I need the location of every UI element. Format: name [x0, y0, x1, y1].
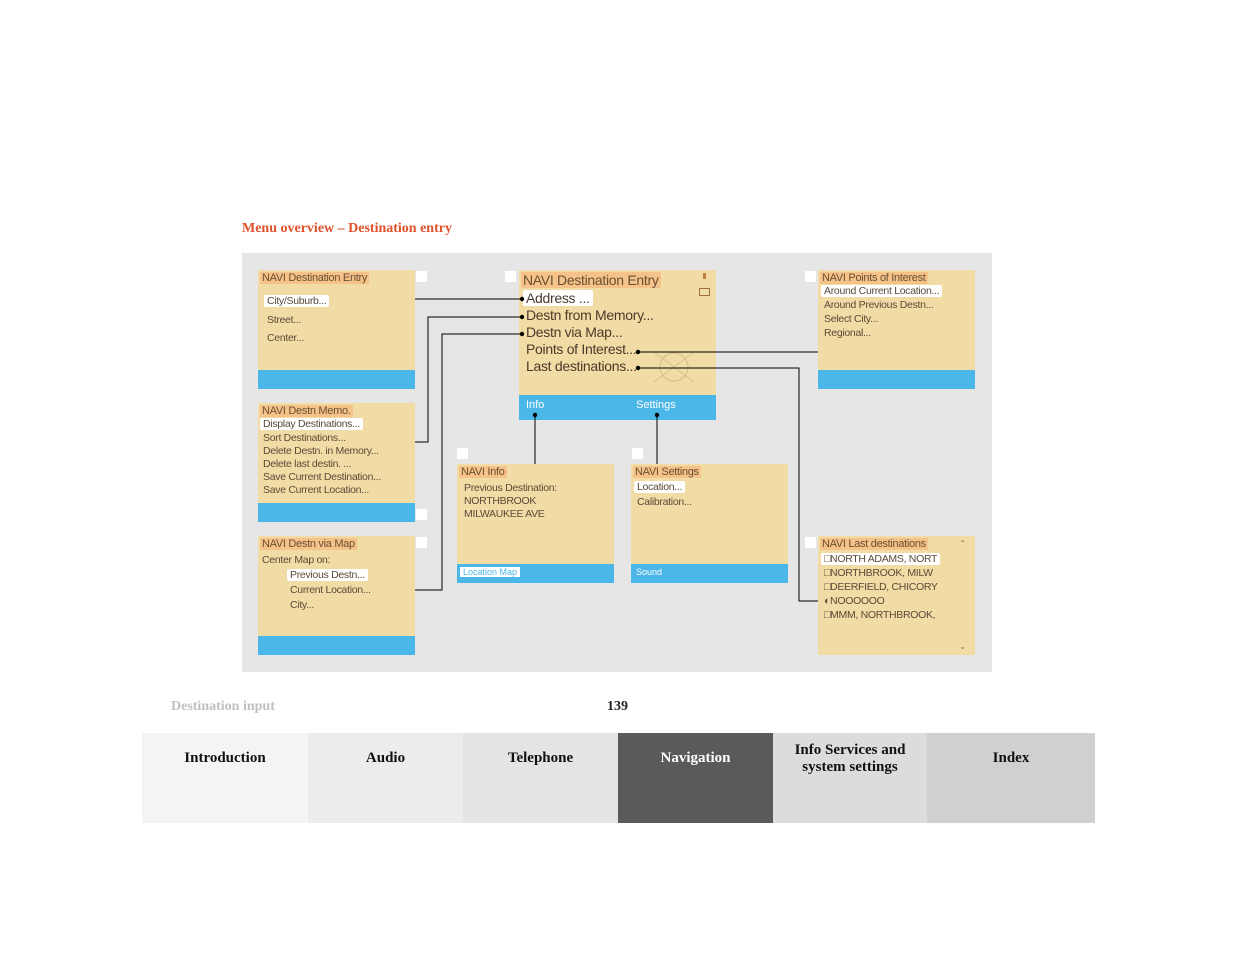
menu-diagram: NAVI Destination Entry City/Suburb... St… — [242, 253, 992, 672]
destination-label: DEERFIELD, CHICORY — [830, 581, 938, 593]
softkey-sound: Sound — [636, 567, 663, 577]
card-icon: □ — [824, 609, 831, 621]
marker-square — [416, 509, 427, 520]
page-number: 139 — [607, 699, 628, 714]
marker-square — [805, 271, 816, 282]
menu-item-center: Center... — [267, 332, 304, 344]
screen-destination-entry-small: NAVI Destination Entry City/Suburb... St… — [258, 270, 415, 389]
screen-title: NAVI Destn Memo. — [260, 405, 353, 417]
info-previous-destination-label: Previous Destination: — [464, 482, 557, 494]
card-icon: □ — [824, 553, 831, 565]
menu-item-location: Location... — [634, 481, 686, 493]
compass-graphic — [653, 351, 695, 383]
list-item: □MMM, NORTHBROOK, — [824, 609, 936, 621]
softkey-location-map: Location Map — [460, 567, 521, 577]
antenna-icon — [703, 273, 706, 279]
footer-section-label: Destination input — [171, 699, 275, 714]
menu-item-street: Street... — [267, 314, 302, 326]
tab-introduction[interactable]: Introduction — [142, 733, 308, 823]
screen-title: NAVI Last destinations — [820, 538, 928, 550]
menu-item-center-map-on: Center Map on: — [262, 554, 331, 566]
list-item: □NORTH ADAMS, NORT — [821, 553, 941, 565]
menu-item-around-previous-destn: Around Previous Destn... — [824, 299, 934, 311]
destination-label: NORTH ADAMS, NORT — [830, 553, 938, 565]
tab-navigation[interactable]: Navigation — [618, 733, 773, 823]
menu-item-destn-from-memory: Destn from Memory... — [526, 307, 654, 323]
poi-icon: ◐ — [824, 595, 831, 607]
marker-square — [416, 271, 427, 282]
screen-navi-settings: NAVI Settings Location... Calibration...… — [631, 464, 788, 583]
destination-label: NOOOOOO — [830, 595, 885, 607]
menu-item-calibration: Calibration... — [637, 496, 692, 508]
screen-destn-via-map: NAVI Destn via Map Center Map on: Previo… — [258, 536, 415, 655]
screen-softkey-bar — [258, 636, 415, 655]
section-title: Menu overview – Destination entry — [242, 221, 452, 236]
screen-title: NAVI Destination Entry — [260, 272, 370, 284]
screen-last-destinations: NAVI Last destinations ⌃ □NORTH ADAMS, N… — [818, 536, 975, 655]
screen-softkey-bar: Info Settings — [519, 395, 716, 420]
chapter-tabs: Introduction Audio Telephone Navigation … — [142, 733, 1095, 823]
screen-softkey-bar — [258, 370, 415, 389]
menu-item-save-current-location: Save Current Location... — [263, 484, 370, 496]
list-item: □DEERFIELD, CHICORY — [824, 581, 938, 593]
menu-item-delete-destn-in-memory: Delete Destn. in Memory... — [263, 445, 379, 457]
screen-title: NAVI Info — [459, 466, 507, 478]
marker-square — [457, 448, 468, 459]
screen-navi-info: NAVI Info Previous Destination: NORTHBRO… — [457, 464, 614, 583]
softkey-info: Info — [526, 399, 545, 411]
menu-item-regional: Regional... — [824, 327, 871, 339]
connector-via-map — [415, 333, 522, 591]
screen-softkey-bar: Location Map — [457, 564, 614, 583]
menu-item-previous-destn: Previous Destn... — [287, 569, 368, 581]
menu-item-display-destinations: Display Destinations... — [260, 418, 363, 430]
screen-softkey-bar — [818, 370, 975, 389]
menu-item-sort-destinations: Sort Destinations... — [263, 432, 346, 444]
tab-telephone[interactable]: Telephone — [463, 733, 618, 823]
softkey-settings: Settings — [636, 399, 676, 411]
marker-square — [632, 448, 643, 459]
list-item: ◐NOOOOOO — [824, 595, 885, 607]
tab-info-services[interactable]: Info Services and system settings — [773, 733, 927, 823]
menu-item-save-current-destination: Save Current Destination... — [263, 471, 381, 483]
marker-square — [505, 271, 516, 282]
menu-item-around-current-location: Around Current Location... — [821, 285, 943, 297]
menu-item-points-of-interest: Points of Interest... — [526, 341, 637, 357]
list-item: □NORTHBROOK, MILW — [824, 567, 933, 579]
menu-item-destn-via-map: Destn via Map... — [526, 324, 623, 340]
menu-item-address: Address ... — [523, 290, 593, 306]
scroll-down-icon: ⌄ — [959, 642, 966, 651]
info-destination-street: MILWAUKEE AVE — [464, 508, 545, 520]
screen-destn-memo: NAVI Destn Memo. Display Destinations...… — [258, 403, 415, 522]
card-icon: □ — [824, 581, 831, 593]
screen-softkey-bar — [258, 503, 415, 522]
connector-lines — [415, 296, 818, 602]
info-destination-city: NORTHBROOK — [464, 495, 537, 507]
destination-label: MMM, NORTHBROOK, — [830, 609, 936, 621]
menu-item-select-city: Select City... — [824, 313, 878, 325]
screen-title: NAVI Points of Interest — [820, 272, 928, 284]
screen-softkey-bar: Sound — [631, 564, 788, 583]
card-icon: □ — [824, 567, 831, 579]
menu-item-city-suburb: City/Suburb... — [264, 295, 330, 307]
menu-item-delete-last-destin: Delete last destin. ... — [263, 458, 352, 470]
connector-last — [638, 367, 818, 602]
menu-item-city: City... — [290, 599, 314, 611]
screen-destination-entry-main: NAVI Destination Entry Address ... Destn… — [519, 270, 716, 420]
tab-index[interactable]: Index — [927, 733, 1095, 823]
menu-item-last-destinations: Last destinations... — [526, 358, 637, 374]
card-icon — [699, 288, 710, 296]
connector-memory — [415, 316, 522, 443]
screen-points-of-interest: NAVI Points of Interest Around Current L… — [818, 270, 975, 389]
menu-item-current-location: Current Location... — [290, 584, 371, 596]
scroll-up-icon: ⌃ — [959, 539, 966, 548]
screen-title: NAVI Destination Entry — [521, 272, 661, 288]
destination-label: NORTHBROOK, MILW — [830, 567, 933, 579]
tab-audio[interactable]: Audio — [308, 733, 463, 823]
screen-title: NAVI Settings — [633, 466, 701, 478]
screen-title: NAVI Destn via Map — [260, 538, 357, 550]
marker-square — [416, 537, 427, 548]
marker-square — [805, 537, 816, 548]
